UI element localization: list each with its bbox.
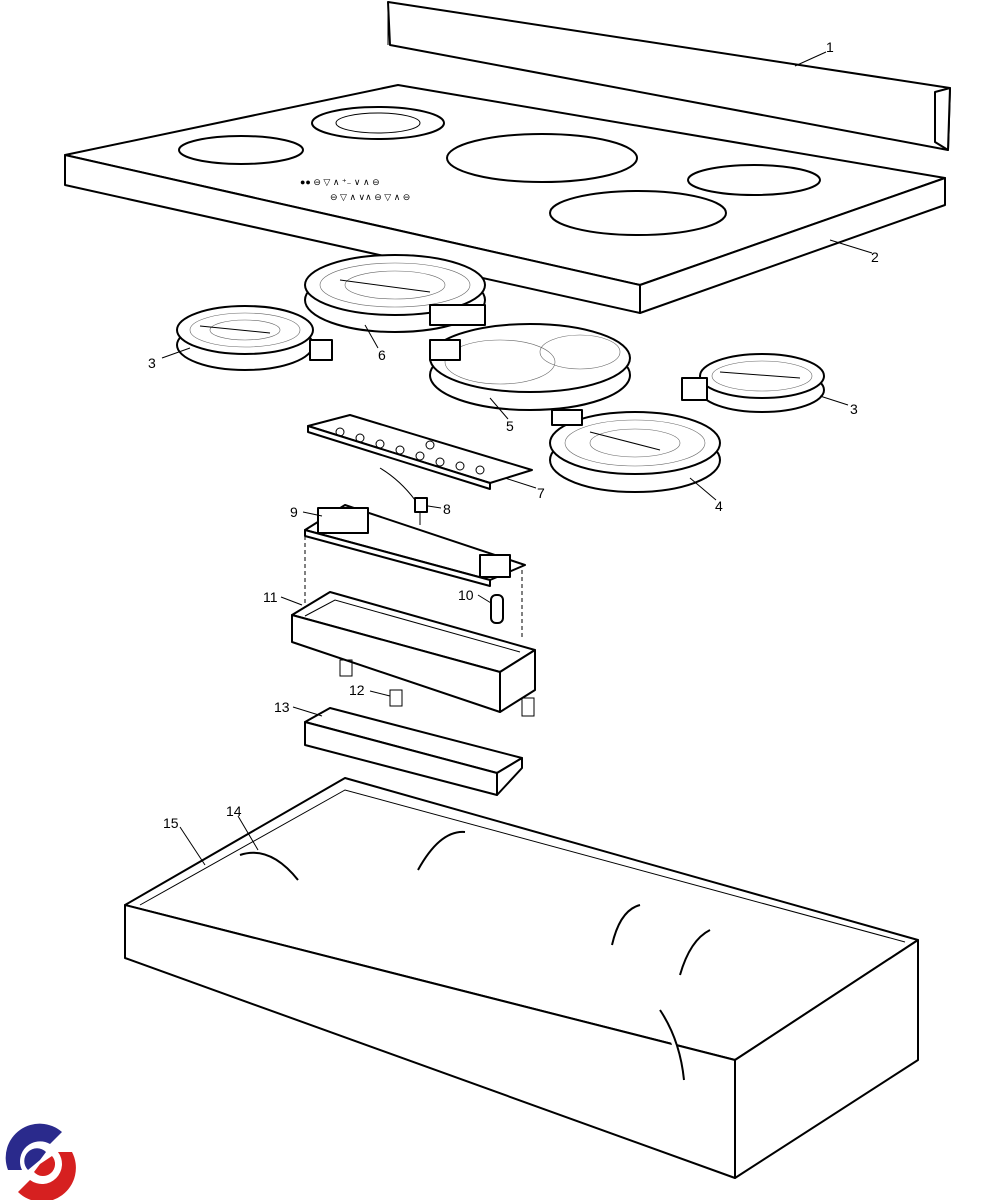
part-touch-board: [307, 414, 533, 490]
part-cooktop-glass: ●● ⊖ ▽ ∧ ⁺₋ ∨ ∧ ⊖ ⊖ ▽ ∧ ∨∧ ⊖ ▽ ∧ ⊖: [64, 84, 946, 314]
part-backguard: [387, 1, 951, 151]
callout-9: 9: [290, 504, 298, 520]
callout-13: 13: [274, 699, 290, 715]
part-burner-3-right: [681, 353, 825, 413]
leader-lines: [161, 51, 873, 866]
part-springs: [339, 659, 535, 717]
callout-3-right: 3: [850, 401, 858, 417]
callout-8: 8: [443, 501, 451, 517]
part-base-pan: [124, 777, 919, 1179]
callout-14: 14: [226, 803, 242, 819]
svg-text:⊖ ▽ ∧ ∨∧ ⊖ ▽ ∧ ⊖: ⊖ ▽ ∧ ∨∧ ⊖ ▽ ∧ ⊖: [330, 192, 410, 202]
part-burner-4: [549, 409, 721, 493]
callout-15: 15: [163, 815, 179, 831]
callout-7: 7: [537, 485, 545, 501]
part-clip: [490, 594, 504, 624]
callout-6: 6: [378, 347, 386, 363]
callout-1: 1: [826, 39, 834, 55]
svg-text:●● ⊖ ▽ ∧ ⁺₋ ∨ ∧ ⊖: ●● ⊖ ▽ ∧ ⁺₋ ∨ ∧ ⊖: [300, 177, 380, 187]
callout-4: 4: [715, 498, 723, 514]
callout-12: 12: [349, 682, 365, 698]
callout-2: 2: [871, 249, 879, 265]
brand-logo: [5, 1123, 76, 1200]
part-power-board: [304, 467, 526, 587]
part-housing-tray: [291, 591, 536, 713]
callout-5: 5: [506, 418, 514, 434]
part-burner-5: [429, 323, 631, 411]
callout-3-left: 3: [148, 355, 156, 371]
part-cover: [304, 707, 523, 796]
callout-10: 10: [458, 587, 474, 603]
callout-11: 11: [263, 589, 278, 605]
part-burner-6: [304, 254, 486, 333]
part-burner-3-left: [176, 305, 333, 371]
